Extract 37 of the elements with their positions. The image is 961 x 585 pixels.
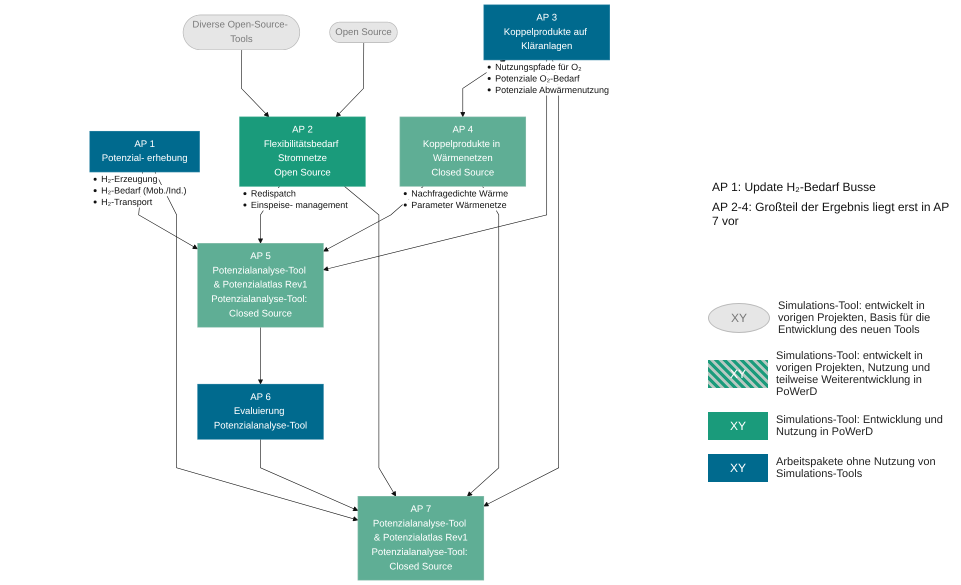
arrow [484,60,559,506]
bullet-point-text: H₂-Erzeugung [94,174,158,184]
note-text: AP 1: Update H₂-Bedarf Busse [712,180,877,194]
bullet-point-text: H₂-Bedarf (Mob./Ind.) [94,186,186,196]
arrow [241,50,270,118]
tool-ellipse: Open Source [329,22,398,43]
work-package-box: AP 7 Potenzialanalyse-Tool & Potenzialatlas Rev1 Potenzialanalyse-Tool: Closed Source [358,496,484,580]
arrow [260,439,358,512]
legend-swatch: XY [708,412,768,440]
bullet-point-text: Redispatch [243,188,296,199]
arrow [336,42,364,118]
bullet-point-text: Potenziale Abwärmenutzung [488,84,610,95]
work-package-box: AP 5 Potenzialanalyse-Tool & Potenzialatlas Rev1 Potenzialanalyse-Tool: Closed Source [197,243,324,328]
bullet-point-text: Einspeise- management [243,200,348,210]
arrow [323,60,548,272]
legend-text: Simulations-Tool: entwickelt in vorigen Projekten, Basis für die Entwicklung des neuen Tools [778,300,932,336]
bullet-point-text: Nutzungspfade für O₂ [488,62,582,72]
bullet-point-text: H₂-Transport [94,197,152,207]
legend-text: Arbeitspakete ohne Nutzung von Simulations-Tools [776,456,937,480]
bullet-point-text: Parameter Wärmenetze [404,200,507,210]
legend-text: Simulations-Tool: Entwicklung und Nutzung in PoWerD [776,414,944,438]
legend-text: Simulations-Tool: entwickelt in vorigen Projekten, Nutzung und teilweise Weiterentwicklung in PoWerD [776,350,932,398]
work-package-box: AP 4 Koppelprodukte in Wärmenetzen Closed Source [400,116,526,187]
work-package-box: AP 1 Potenzial- erhebung [89,130,200,172]
work-package-box: AP 6 Evaluierung Potenzialanalyse-Tool [197,384,324,440]
work-package-box: AP 3 Koppelprodukte auf Kläranlagen [483,4,610,60]
arrow [344,186,396,497]
legend-swatch: XY [708,454,768,482]
arrow [467,186,500,497]
work-package-box: AP 2 Flexibilitätsbedarf Stromnetze Open Source [239,116,366,187]
arrow [154,172,358,522]
note-text: AP 2-4: Großteil der Ergebnis liegt erst in AP 7 vor [712,200,950,228]
arrow [258,326,264,384]
bullet-point-text: Nachfragedichte Wärme [404,188,508,199]
legend-swatch: XY [708,303,770,333]
tool-ellipse: Diverse Open-Source- Tools [182,14,300,50]
bullet-point-text: Potenziale O₂-Bedarf [488,74,580,84]
